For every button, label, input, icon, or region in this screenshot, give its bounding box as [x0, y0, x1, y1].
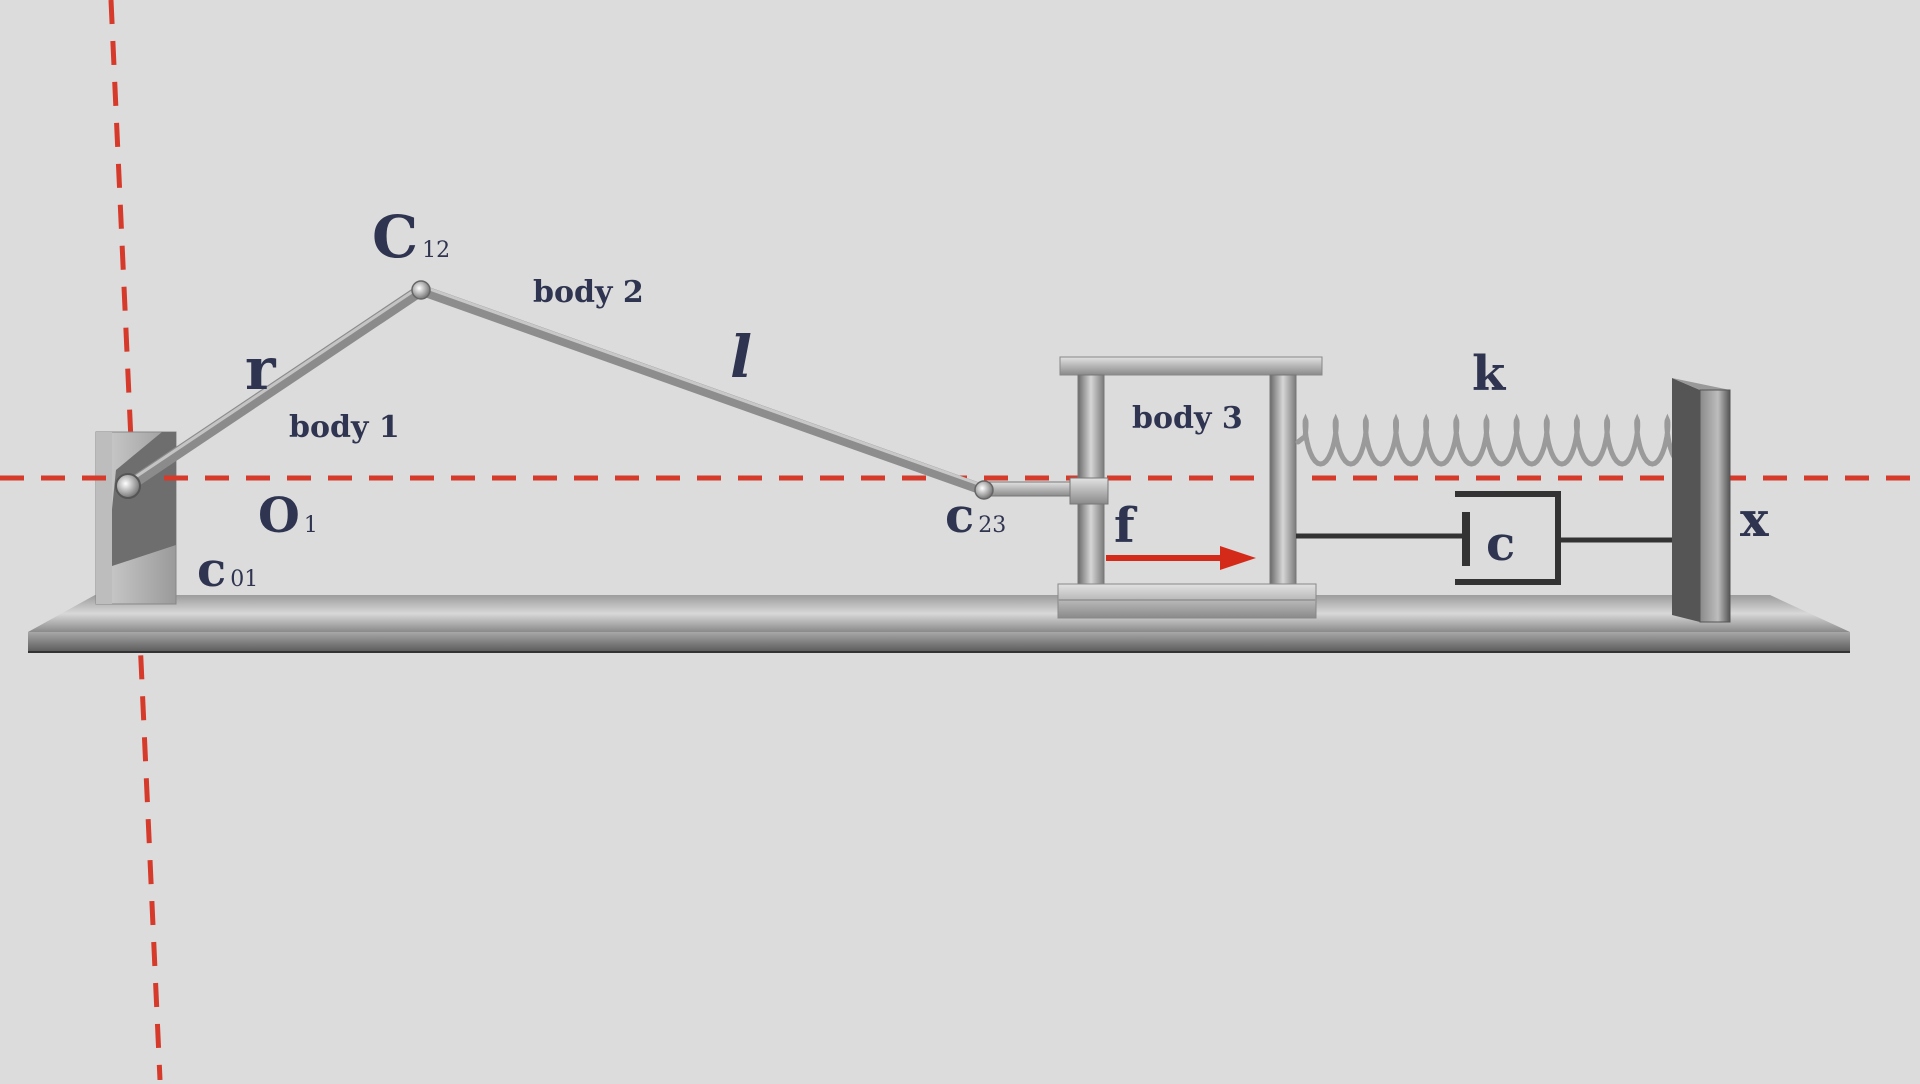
link-body1-highlight: [127, 284, 422, 484]
base-plate-front: [28, 632, 1850, 652]
link-body1: [122, 284, 427, 492]
link-body2-highlight: [420, 284, 985, 488]
label-k: k: [1472, 346, 1506, 402]
label-c: c: [1486, 516, 1516, 572]
pin-o1: [115, 473, 141, 499]
label-body3: body 3: [1132, 401, 1243, 436]
label-body1: body 1: [289, 410, 400, 445]
label-r: r: [245, 335, 276, 403]
link-body2: [415, 284, 990, 496]
label-f: f: [1114, 498, 1135, 554]
pin-c23: [974, 480, 994, 500]
body3-frame: [1057, 356, 1323, 619]
force-arrow: [1106, 546, 1256, 570]
right-wall: [1672, 378, 1731, 623]
damper-c: [1296, 491, 1675, 585]
label-l: l: [730, 323, 753, 391]
base-plate-top: [28, 595, 1850, 632]
label-body2: body 2: [533, 275, 644, 310]
pin-c12: [411, 280, 431, 300]
spring-k: [1295, 413, 1699, 467]
label-x: x: [1740, 492, 1769, 548]
